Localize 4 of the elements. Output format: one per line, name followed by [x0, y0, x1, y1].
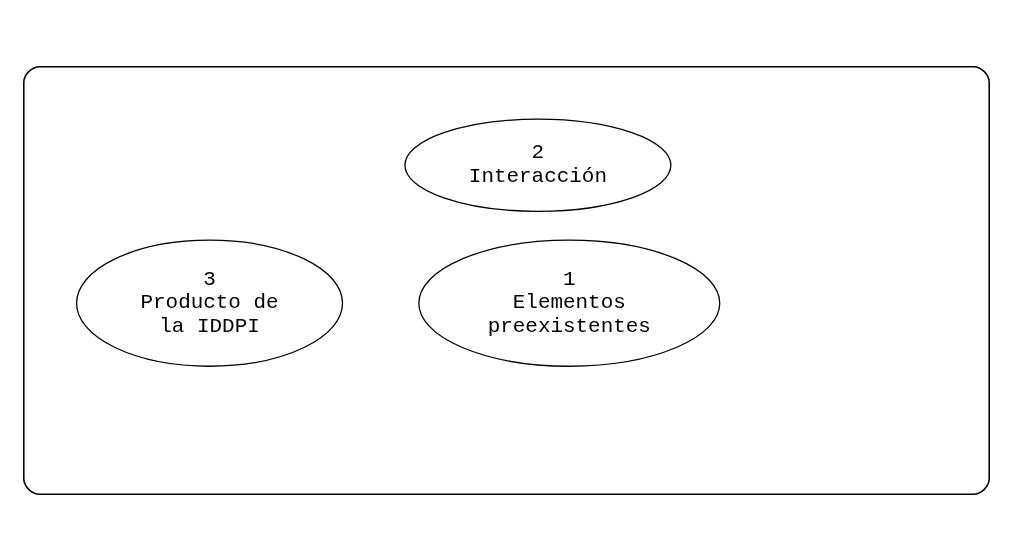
node-ellipse: 3 Producto de la IDDPI [75, 239, 344, 367]
node-ellipse: 1 Elementos preexistentes [418, 239, 721, 367]
cluster [23, 65, 990, 495]
node-ellipse: 2 Interacción [404, 118, 672, 212]
